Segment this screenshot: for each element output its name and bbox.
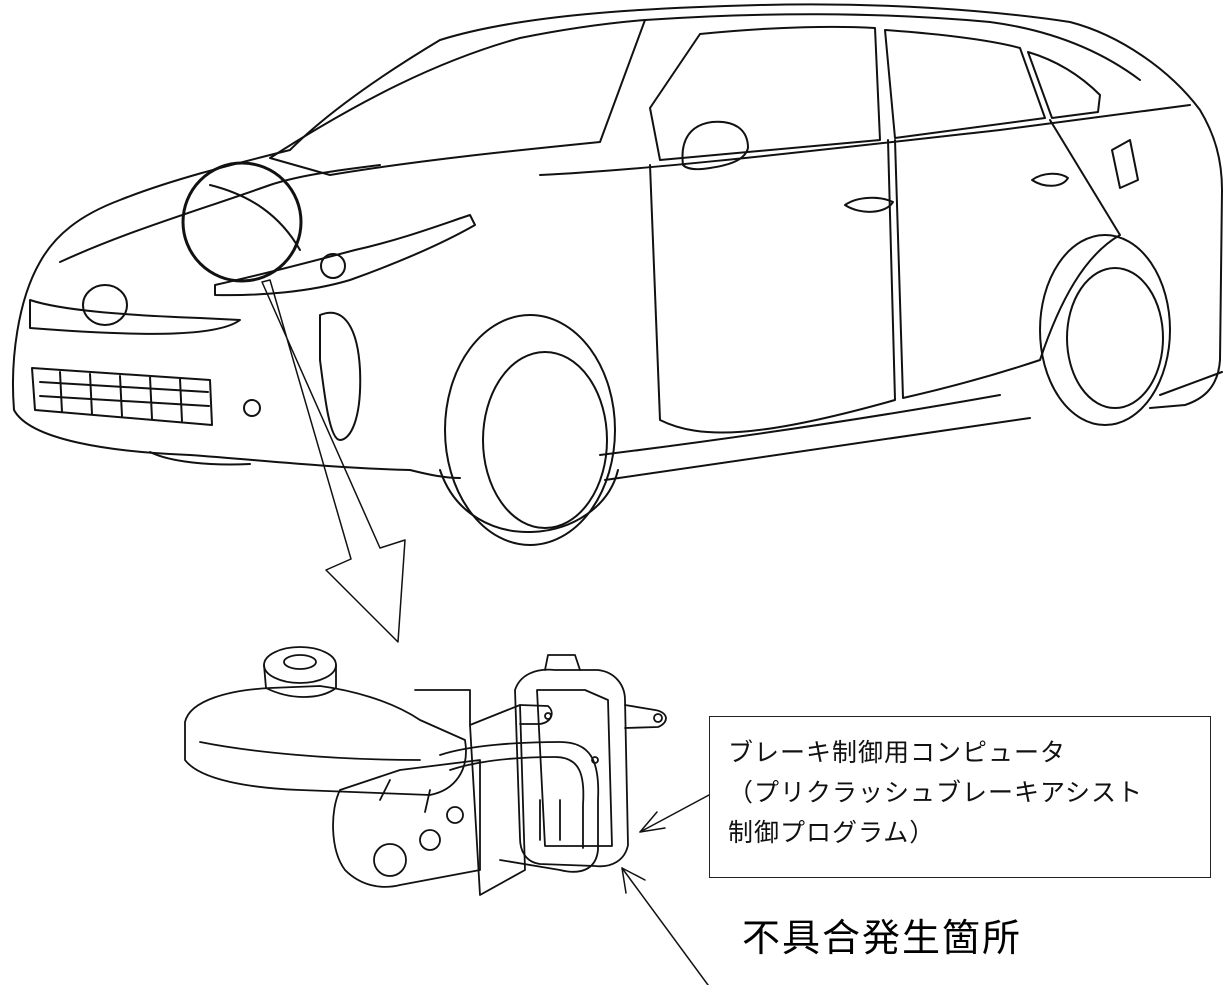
callout-line-3: 制御プログラム） [728,818,936,847]
rear-wheel [1039,234,1171,426]
defect-leader [621,867,709,985]
door-handle-front [844,196,894,213]
mounting-bracket [624,704,667,729]
side-character-line [539,104,1191,176]
reservoir-tank [184,685,467,796]
side-mirror [681,120,749,171]
front-door [649,139,896,434]
door-handle-rear [1031,172,1069,187]
front-spoiler [149,451,251,466]
fog-light-housing [319,312,362,441]
callout-line-2: （プリクラッシュブレーキアシスト [728,778,1144,807]
hydraulic-unit [469,704,526,896]
headlight-lens [320,253,346,279]
callout-leader [639,794,710,833]
rear-quarter-window [1027,51,1101,119]
front-grille-lower [31,367,213,426]
location-pointer-arrow [261,279,406,643]
brake-pipe [439,741,600,873]
fog-light [243,399,261,417]
hood-center [209,184,301,251]
brake-computer-callout: ブレーキ制御用コンピュータ （プリクラッシュブレーキアシスト 制御プログラム） [709,716,1211,878]
master-cylinder [332,759,481,888]
front-side-window [649,25,881,161]
rear-side-window [884,29,1046,139]
brake-actuator-illustration [184,646,667,896]
rocker-line [599,394,1001,456]
fuel-lid [1111,139,1139,189]
front-wheel [439,314,619,546]
vehicle-illustration [12,3,1223,546]
emblem [82,284,128,326]
headlight [214,214,476,297]
hood-crease [59,164,381,263]
defect-location-label: 不具合発生箇所 [742,916,1023,960]
front-grille-upper [29,299,241,335]
rear-door [894,119,1121,399]
location-circle [181,161,303,283]
windshield [269,19,646,176]
callout-line-1: ブレーキ制御用コンピュータ [728,738,1067,767]
brake-ecu-housing [514,668,629,868]
roof-edge [644,13,1141,81]
reservoir-cap [263,646,337,698]
car-body-outline [12,3,1223,481]
